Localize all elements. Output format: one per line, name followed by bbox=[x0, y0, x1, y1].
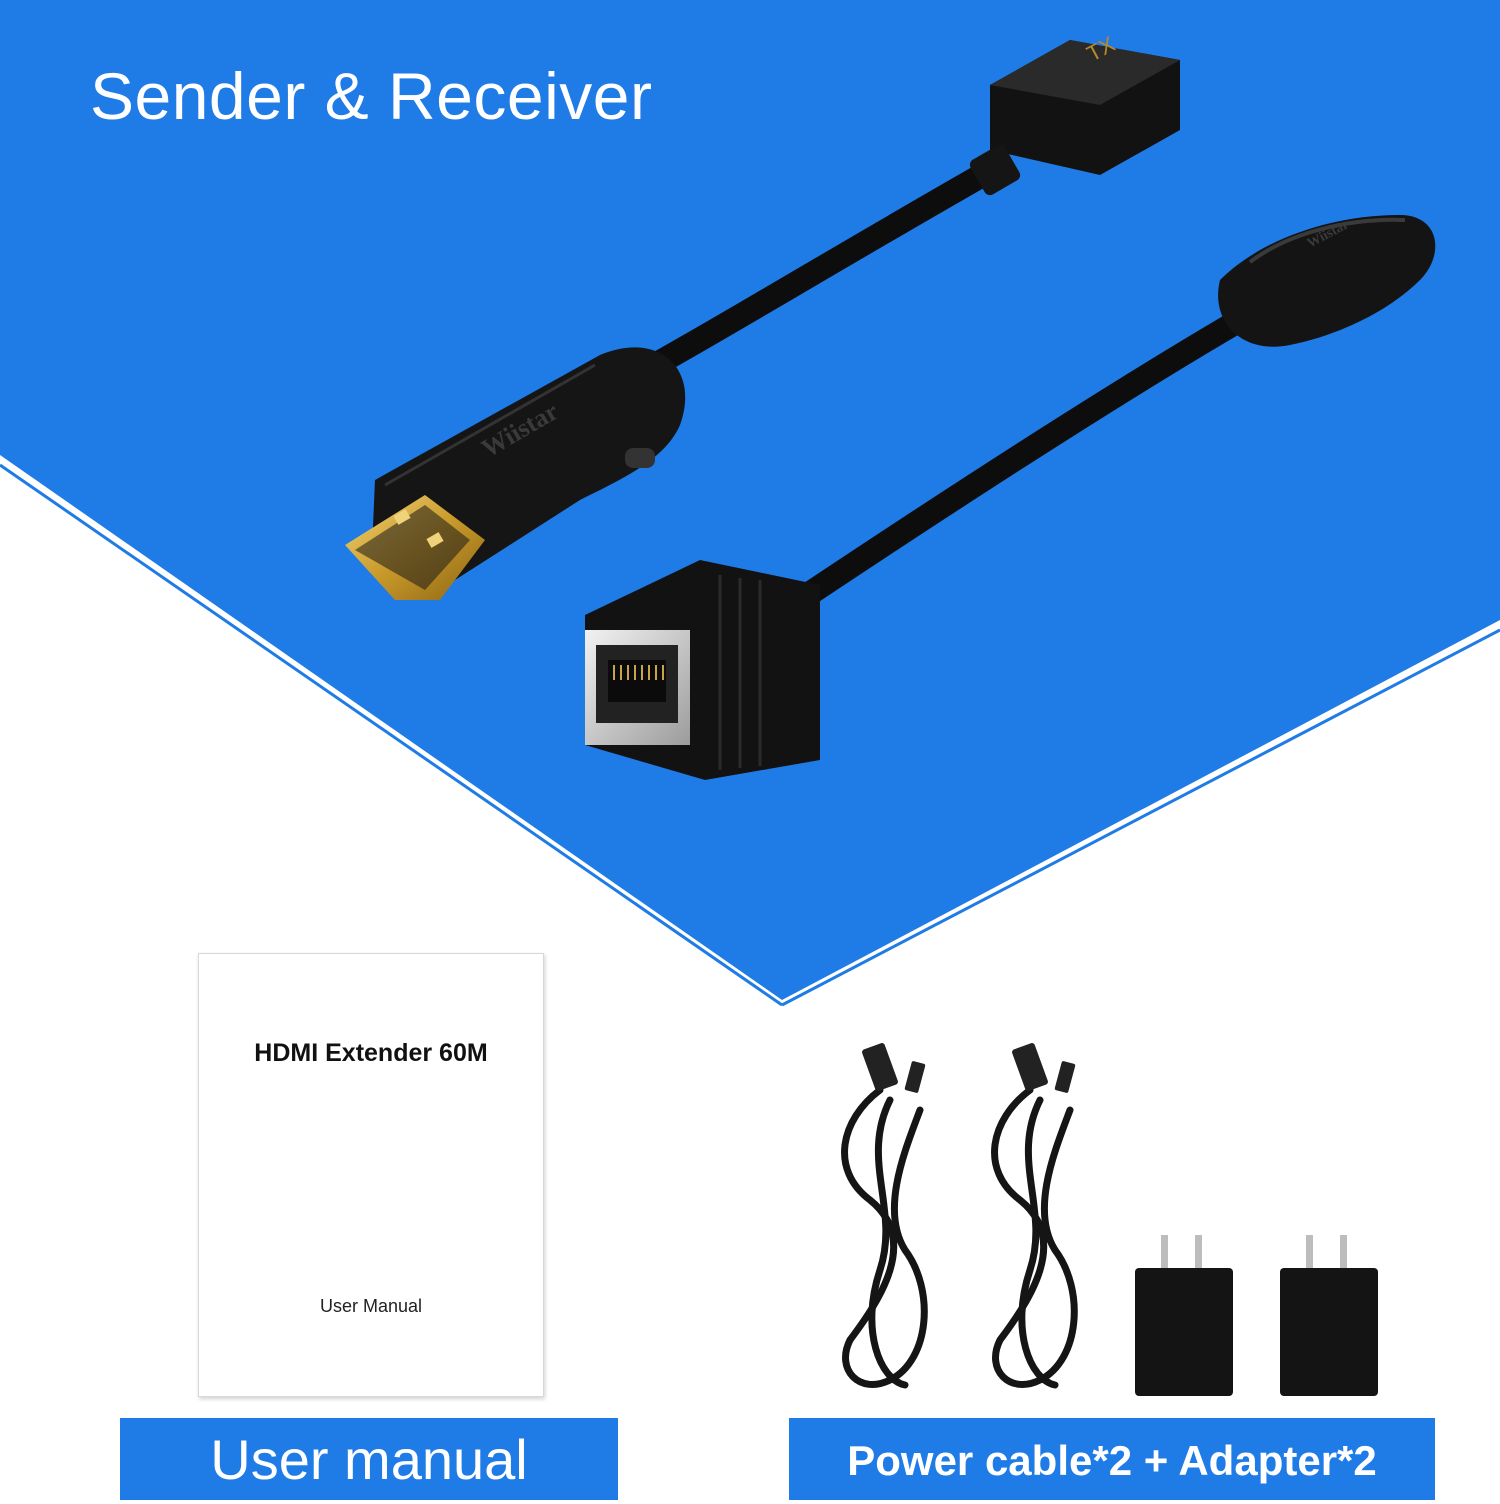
usb-power-cable-1 bbox=[841, 1086, 928, 1389]
caption-power-accessories: Power cable*2 + Adapter*2 bbox=[789, 1418, 1435, 1500]
usb-power-cable-2 bbox=[991, 1086, 1078, 1389]
usb-plug-icon bbox=[862, 1043, 898, 1091]
caption-user-manual: User manual bbox=[120, 1418, 618, 1500]
rj45-socket bbox=[585, 560, 820, 780]
power-adapter-2 bbox=[1280, 1235, 1378, 1396]
panel-edge-right bbox=[781, 628, 1500, 1007]
hdmi-plug bbox=[345, 495, 485, 600]
manual-title: HDMI Extender 60M bbox=[254, 1039, 488, 1067]
panel-edge-left bbox=[0, 463, 783, 1007]
tx-rj45-housing bbox=[969, 40, 1180, 196]
usb-c-port-icon bbox=[625, 448, 655, 468]
user-manual-booklet: HDMI Extender 60M User Manual bbox=[198, 953, 544, 1397]
blue-background-panel bbox=[0, 0, 1500, 1000]
power-adapter-1 bbox=[1135, 1235, 1233, 1396]
page-title: Sender & Receiver bbox=[90, 59, 653, 133]
rx-hdmi-housing bbox=[1218, 215, 1436, 347]
receiver-cable bbox=[788, 308, 1252, 612]
manual-subtitle: User Manual bbox=[319, 1296, 423, 1316]
